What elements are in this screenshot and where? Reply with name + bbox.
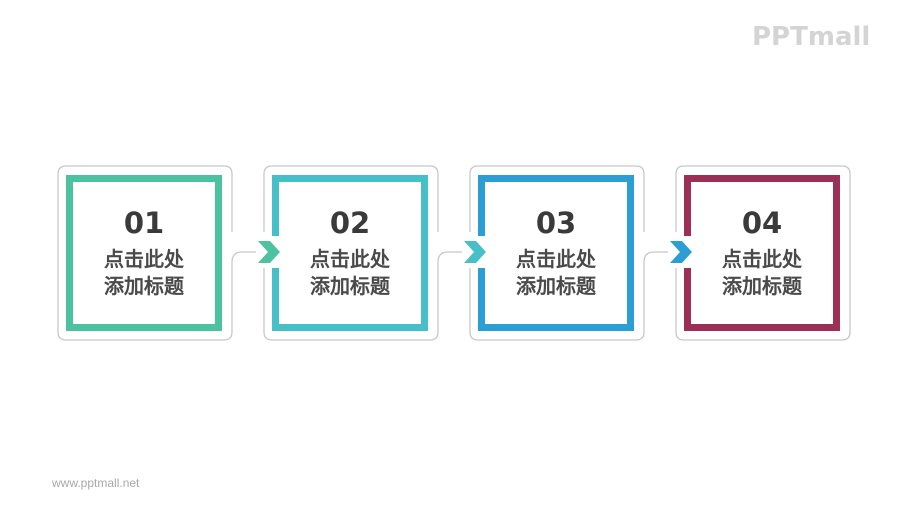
step-title-line2: 添加标题 — [104, 274, 184, 298]
pptmall-logo: PPTmall — [752, 22, 871, 52]
chevron-right-icon — [464, 241, 486, 263]
step-card-1[interactable]: 01 点击此处 添加标题 — [66, 175, 222, 331]
outline-frame-3 — [469, 165, 645, 341]
connector-2-3 — [437, 251, 464, 263]
outline-frame-1 — [57, 165, 233, 341]
connector-3-4 — [643, 251, 670, 263]
outline-frame-2 — [263, 165, 439, 341]
step-number: 01 — [123, 206, 165, 240]
step-title-line1: 点击此处 — [104, 247, 184, 271]
step-number: 03 — [535, 206, 577, 240]
step-title-line2: 添加标题 — [516, 274, 596, 298]
chevron-right-icon — [258, 241, 280, 263]
footer-url: www.pptmall.net — [52, 476, 140, 490]
connector-1-2 — [231, 251, 258, 263]
step-title-line1: 点击此处 — [722, 247, 802, 271]
step-title-line1: 点击此处 — [516, 247, 596, 271]
step-title-line2: 添加标题 — [722, 274, 802, 298]
step-card-3[interactable]: 03 点击此处 添加标题 — [478, 175, 634, 331]
step-number: 04 — [741, 206, 783, 240]
chevron-right-icon — [670, 241, 692, 263]
outline-frame-4 — [675, 165, 851, 341]
step-title-line1: 点击此处 — [310, 247, 390, 271]
step-title-line2: 添加标题 — [310, 274, 390, 298]
step-number: 02 — [329, 206, 371, 240]
